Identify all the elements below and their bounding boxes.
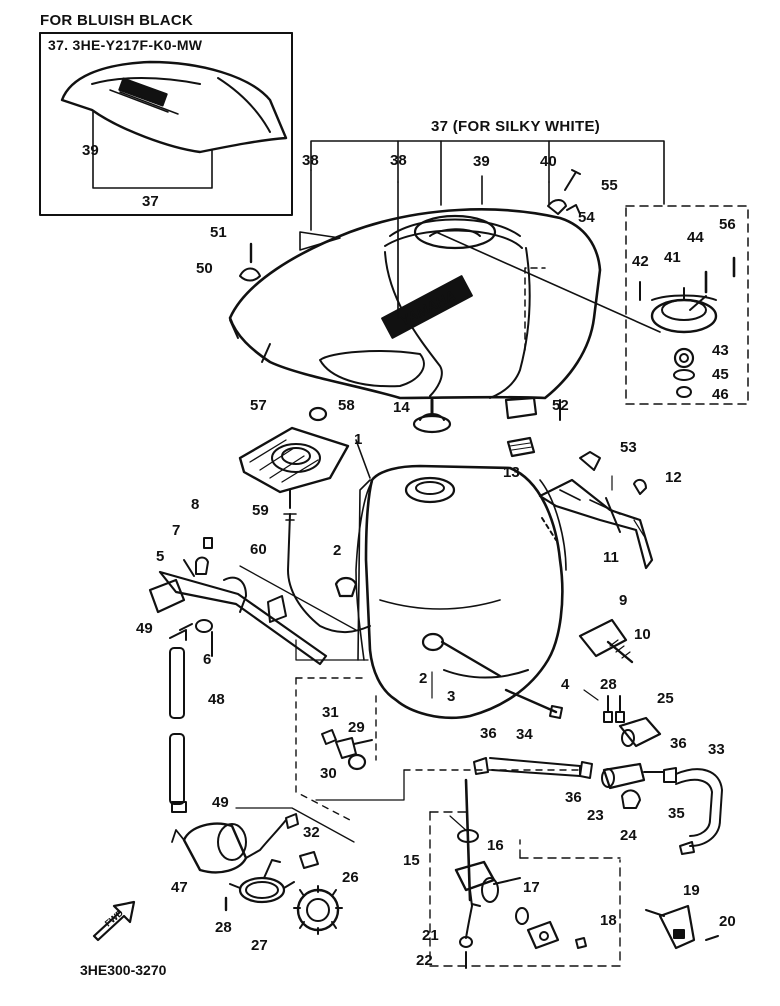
callout-55: 55	[601, 177, 618, 194]
callout-2: 2	[419, 670, 428, 687]
callout-54: 54	[578, 209, 595, 226]
callout-22: 22	[416, 952, 433, 969]
callout-13: 13	[503, 464, 520, 481]
callout-7: 7	[172, 522, 181, 539]
callout-24: 24	[620, 827, 637, 844]
callout-42: 42	[632, 253, 649, 270]
callout-14: 14	[393, 399, 410, 416]
inset-title: FOR BLUISH BLACK	[40, 12, 194, 29]
inset-callout-39: 39	[82, 142, 99, 159]
fuel-tank-body	[357, 464, 567, 720]
callout-2: 2	[333, 542, 342, 559]
callout-28: 28	[600, 676, 617, 693]
fuel-filter-47	[171, 813, 299, 874]
callout-38: 38	[390, 152, 407, 169]
callout-45: 45	[712, 366, 729, 383]
diagram-code: 3HE300-3270	[80, 962, 167, 978]
callout-31: 31	[322, 704, 339, 721]
fuel-cock-15	[454, 778, 521, 969]
in-line-filter-23	[601, 762, 665, 809]
callout-50: 50	[196, 260, 213, 277]
callout-27: 27	[251, 937, 268, 954]
filter-clamp-27	[229, 859, 295, 904]
callout-40: 40	[540, 153, 557, 170]
tank-cover: YAMAHA	[228, 208, 602, 400]
callout-25: 25	[657, 690, 674, 707]
callout-35: 35	[668, 805, 685, 822]
callout-48: 48	[208, 691, 225, 708]
callout-10: 10	[634, 626, 651, 643]
callout-17: 17	[523, 879, 540, 896]
callout-47: 47	[171, 879, 188, 896]
callout-12: 12	[665, 469, 682, 486]
callout-56: 56	[719, 216, 736, 233]
rear-tank-bracket	[538, 478, 654, 570]
callout-49: 49	[212, 794, 229, 811]
callout-21: 21	[422, 927, 439, 944]
callout-53: 53	[620, 439, 637, 456]
callout-36: 36	[565, 789, 582, 806]
callout-41: 41	[664, 249, 681, 266]
callout-23: 23	[587, 807, 604, 824]
callout-51: 51	[210, 224, 227, 241]
callout-59: 59	[252, 502, 269, 519]
callout-44: 44	[687, 229, 704, 246]
front-tank-bracket	[148, 537, 328, 666]
fuel-hose-34	[489, 757, 581, 777]
callout-29: 29	[348, 719, 365, 736]
callout-36: 36	[480, 725, 497, 742]
inset-part-code: 37. 3HE-Y217F-K0-MW	[48, 37, 203, 53]
cover-grommet-50	[239, 242, 261, 282]
callout-15: 15	[403, 852, 420, 869]
callout-36: 36	[670, 735, 687, 752]
callout-46: 46	[712, 386, 729, 403]
inset-tank-panel	[60, 60, 288, 154]
callout-34: 34	[516, 726, 533, 743]
callout-11: 11	[603, 549, 619, 566]
callout-49: 49	[136, 620, 153, 637]
silky-white-header: 37 (FOR SILKY WHITE)	[431, 118, 601, 135]
fuel-cap-14	[412, 398, 452, 434]
callout-5: 5	[156, 548, 165, 565]
callout-19: 19	[683, 882, 700, 899]
callout-38: 38	[302, 152, 319, 169]
callout-43: 43	[712, 342, 729, 359]
callout-33: 33	[708, 741, 725, 758]
filter-gear-26	[293, 885, 343, 935]
callout-6: 6	[203, 651, 212, 668]
heat-protector-19	[645, 904, 719, 950]
fuel-gauge-fitting	[321, 729, 373, 771]
side-bracket-9	[578, 618, 634, 664]
callout-16: 16	[487, 837, 504, 854]
callout-30: 30	[320, 765, 337, 782]
callout-18: 18	[600, 912, 617, 929]
callout-9: 9	[619, 592, 628, 609]
callout-26: 26	[342, 869, 359, 886]
callout-8: 8	[191, 496, 200, 513]
inset-callout-37: 37	[142, 193, 159, 210]
callout-39: 39	[473, 153, 490, 170]
callout-32: 32	[303, 824, 320, 841]
callout-4: 4	[561, 676, 570, 693]
callout-57: 57	[250, 397, 267, 414]
cover-bolt-55	[547, 169, 581, 215]
callout-60: 60	[250, 541, 267, 558]
callout-3: 3	[447, 688, 456, 705]
callout-1: 1	[354, 431, 363, 448]
callout-58: 58	[338, 397, 355, 414]
filler-ring-57	[238, 426, 350, 509]
callout-28: 28	[215, 919, 232, 936]
fuel-pump-relay-25	[603, 695, 662, 748]
forward-arrow-icon	[92, 900, 136, 942]
vent-hose-48	[169, 647, 185, 805]
filler-cap-assembly	[639, 256, 736, 398]
callout-20: 20	[719, 913, 736, 930]
callout-52: 52	[552, 397, 569, 414]
